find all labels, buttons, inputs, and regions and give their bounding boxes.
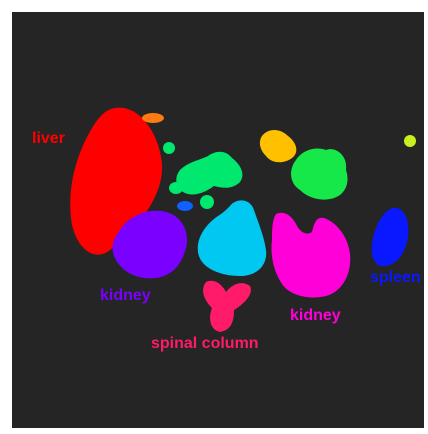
label-kidney-right: kidney: [290, 307, 341, 324]
label-spinal-column: spinal column: [151, 335, 259, 352]
blue-dot: [177, 201, 193, 211]
green-dot-small-2: [200, 195, 214, 209]
label-spleen: spleen: [370, 269, 421, 286]
green-dot: [163, 142, 175, 154]
label-liver: liver: [32, 130, 65, 147]
label-kidney-left: kidney: [100, 287, 151, 304]
orange-blob: [142, 113, 164, 123]
yellow-green-dot: [404, 135, 416, 147]
green-dot-small: [169, 182, 183, 194]
